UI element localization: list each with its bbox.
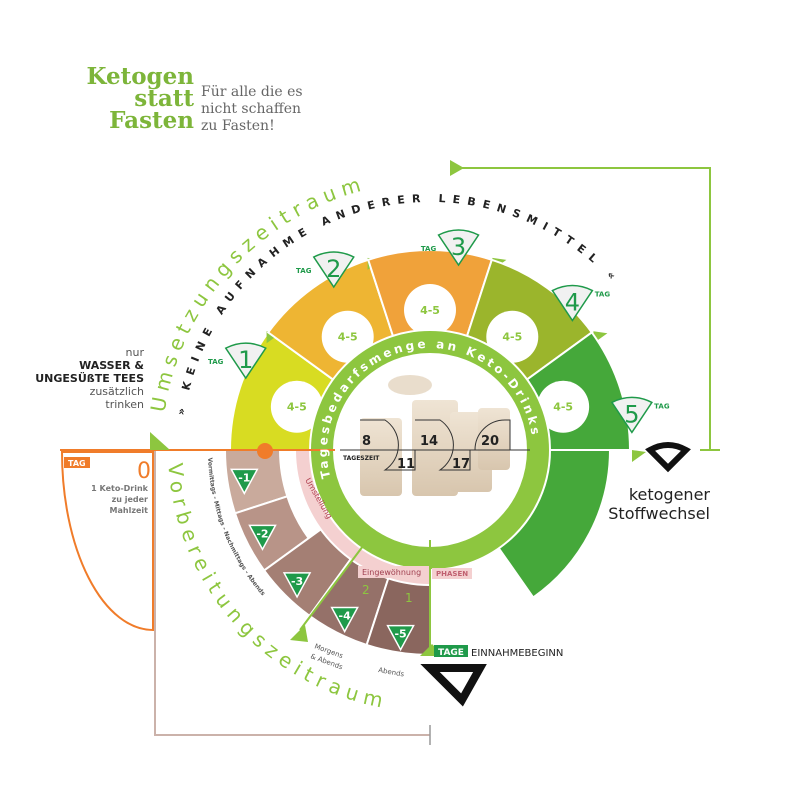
scallop	[404, 284, 456, 336]
scallop	[486, 310, 539, 363]
tag-badge	[64, 457, 90, 468]
time-label: 8	[362, 434, 371, 449]
time-curve	[360, 419, 416, 471]
prep-label: Abends	[378, 666, 405, 678]
day-badge	[437, 229, 480, 267]
day-number: 2	[326, 255, 341, 283]
time-label: 20	[481, 434, 499, 449]
amount-label: 4-5	[420, 304, 440, 317]
subtitle-line: nicht schaffen	[201, 101, 302, 117]
phasen-label: PHASEN	[436, 570, 468, 578]
tage-label: TAGE	[438, 648, 464, 658]
start-dot	[257, 443, 273, 459]
start-marker-icon	[420, 664, 487, 707]
bracket-line	[450, 167, 711, 450]
title: Ketogen statt Fasten	[72, 63, 194, 134]
day-number: 1	[238, 346, 253, 374]
title-line: statt	[134, 85, 194, 112]
day-badge	[224, 342, 267, 380]
bracket-line	[154, 450, 430, 736]
prep-badge	[282, 572, 312, 599]
prep-badge	[386, 624, 415, 652]
note-line: UNGESÜßTE TEES	[35, 372, 144, 385]
arrow-icon	[290, 625, 308, 642]
time-curve	[474, 419, 511, 451]
time-curve	[415, 419, 471, 471]
water-note: nur WASSER & UNGESÜßTE TEES zusätzlich t…	[20, 346, 144, 411]
amount-label: 4-5	[502, 331, 522, 344]
tag-label: TAG	[208, 358, 224, 366]
day-badge	[610, 396, 653, 434]
ketogen-marker-icon	[645, 442, 691, 473]
subtitle-line: zu Fasten!	[201, 118, 275, 134]
tag-label: TAG	[68, 459, 86, 468]
tageszeit-label: TAGESZEIT	[343, 455, 380, 462]
amount-label: 4-5	[553, 401, 573, 414]
phasen-band	[432, 568, 472, 579]
day-badge	[551, 284, 594, 322]
title-line: Fasten	[109, 107, 194, 134]
scallop	[537, 380, 590, 433]
eingewoehnung-band	[358, 566, 430, 578]
day-number: 5	[624, 400, 639, 428]
tag0-text: 1 Keto-Drink	[91, 484, 149, 493]
note-line: trinken	[105, 398, 144, 411]
day-badge	[312, 251, 355, 289]
prep-badge	[248, 524, 277, 551]
title-line: Ketogen	[86, 63, 194, 90]
note-line: zusätzlich	[89, 385, 144, 398]
note-line: nur	[125, 346, 144, 359]
note-line: WASSER &	[79, 359, 144, 372]
phase-number: 1	[405, 591, 413, 605]
day-number: 4	[565, 289, 580, 317]
prep-day-number: -1	[238, 471, 250, 484]
tage-badge	[434, 645, 468, 657]
subtitle-line: Für alle die es	[201, 84, 303, 100]
prep-day-number: -2	[256, 527, 268, 540]
tag-label: TAG	[421, 245, 437, 253]
tag-label: TAG	[654, 402, 670, 410]
time-label: 11	[397, 457, 415, 472]
prep-day-number: -3	[291, 575, 303, 588]
prep-day-number: -4	[339, 610, 352, 623]
tag-label: TAG	[296, 267, 312, 275]
tag0-text: zu jeder	[112, 495, 148, 504]
arrow-icon	[150, 432, 170, 450]
ketogen-label: ketogener	[629, 485, 711, 504]
eingewoehnung-label: Eingewöhnung	[362, 568, 421, 577]
tag0-box	[60, 451, 154, 632]
einnahmebeginn-label: EINNAHMEBEGINN	[471, 648, 563, 659]
arrow-icon	[450, 160, 464, 176]
prep-day-number: -5	[394, 628, 406, 641]
amount-label: 4-5	[338, 331, 358, 344]
prep-badge	[330, 606, 359, 634]
phase-number: 2	[362, 583, 370, 597]
tag-label: TAG	[595, 291, 611, 299]
tag0-number: 0	[137, 459, 151, 484]
time-label: 17	[452, 457, 470, 472]
amount-label: 4-5	[287, 401, 307, 414]
tag0-text: Mahlzeit	[110, 506, 149, 515]
subtitle: Für alle die es nicht schaffen zu Fasten…	[201, 84, 303, 135]
scallop	[270, 380, 323, 433]
time-label: 14	[420, 434, 438, 449]
day-number: 3	[451, 233, 466, 261]
arrow-icon	[632, 450, 646, 462]
scallop	[321, 310, 374, 363]
prep-badge	[230, 468, 259, 495]
phase-line	[299, 529, 376, 631]
ketogen-label: Stoffwechsel	[608, 504, 710, 523]
